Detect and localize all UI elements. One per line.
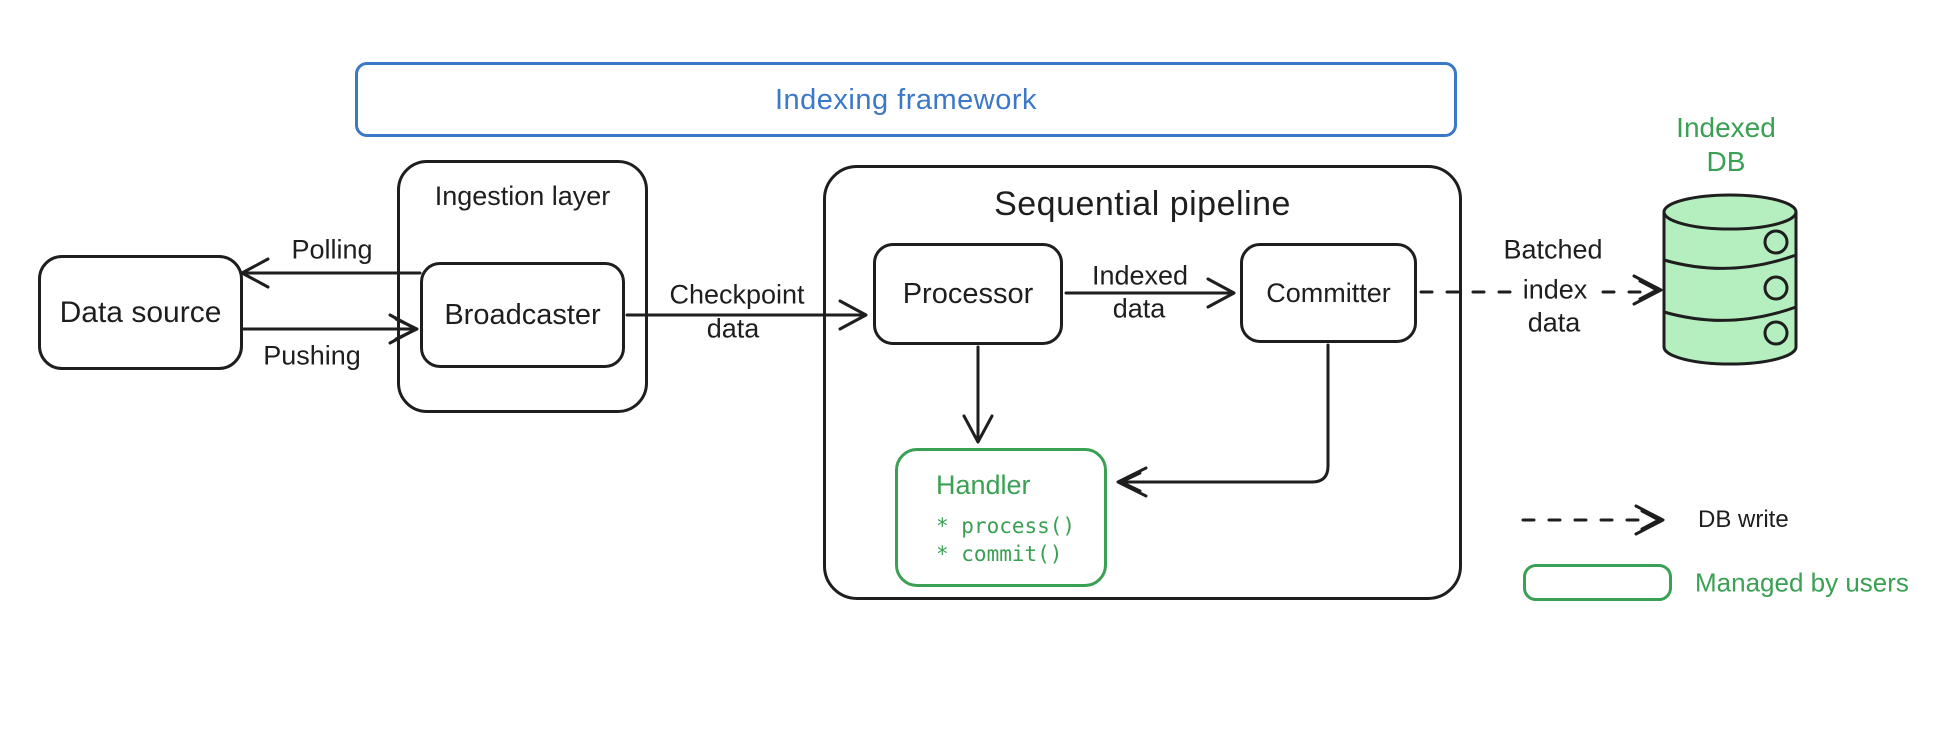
checkpoint-label-line2: data [706, 313, 760, 344]
broadcaster-node: Broadcaster [420, 262, 625, 368]
indexed-db-label: Indexed DB [1676, 111, 1776, 179]
handler-method-commit: * commit() [936, 542, 1063, 566]
handler-label: Handler [936, 470, 1031, 500]
indexing-framework-box: Indexing framework [355, 62, 1457, 137]
indexed-data-label-line1: Indexed [1091, 260, 1189, 291]
pushing-arrow [241, 313, 419, 345]
sequential-pipeline-title: Sequential pipeline [994, 185, 1291, 223]
legend-db-write-arrow [1521, 504, 1665, 536]
handler-method-process: * process() [936, 514, 1076, 538]
processor-node: Processor [873, 243, 1063, 345]
processor-label: Processor [902, 277, 1034, 310]
checkpoint-label-line1: Checkpoint [669, 279, 805, 310]
data-source-label: Data source [59, 295, 222, 329]
indexing-framework-title: Indexing framework [774, 84, 1038, 116]
polling-label: Polling [291, 234, 373, 265]
pushing-label: Pushing [263, 340, 361, 371]
committer-node: Committer [1240, 243, 1417, 343]
ingestion-layer-label: Ingestion layer [434, 181, 611, 211]
legend-managed-label: Managed by users [1695, 567, 1909, 598]
indexed-db-label-line1: Indexed [1676, 112, 1776, 143]
batched-index-label-line2: index [1515, 274, 1595, 306]
data-source-node: Data source [38, 255, 243, 370]
legend-db-write-label: DB write [1698, 506, 1789, 533]
indexed-data-label-line2: data [1112, 293, 1166, 324]
legend-managed-box [1523, 564, 1672, 601]
handler-node: Handler * process() * commit() [895, 448, 1107, 587]
database-cylinder-icon [1662, 193, 1798, 366]
batched-index-label-line3: data [1527, 307, 1581, 338]
batched-index-label-line1: Batched [1503, 234, 1603, 265]
committer-label: Committer [1266, 277, 1391, 308]
indexed-db-label-line2: DB [1706, 146, 1746, 177]
broadcaster-label: Broadcaster [444, 298, 601, 331]
